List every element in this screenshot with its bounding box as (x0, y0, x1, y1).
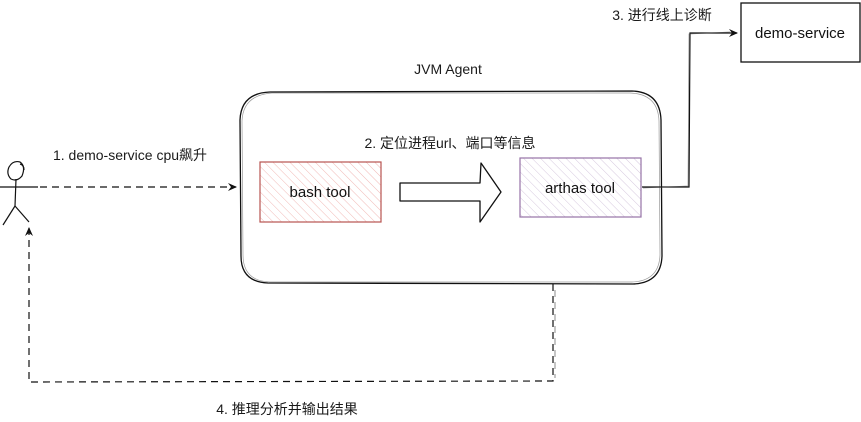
step1-label: 1. demo-service cpu飙升 (53, 147, 207, 163)
user-actor-icon (0, 160, 38, 226)
block-arrow (399, 162, 502, 223)
jvm-agent-container (239, 90, 663, 285)
step2-label: 2. 定位进程url、端口等信息 (364, 135, 535, 151)
arthas-tool-node[interactable]: arthas tool (519, 157, 642, 218)
demo-service-node[interactable]: demo-service (740, 2, 861, 63)
bash-tool-label: bash tool (290, 184, 351, 201)
connector-jvm-agent-to-user (25, 227, 556, 383)
arthas-tool-label: arthas tool (545, 180, 615, 197)
connector-arthas-to-demo-service (642, 29, 738, 189)
demo-service-label: demo-service (755, 25, 845, 42)
jvm-agent-title: JVM Agent (414, 61, 482, 77)
step4-label: 4. 推理分析并输出结果 (216, 401, 358, 417)
bash-tool-node[interactable]: bash tool (259, 161, 382, 223)
step3-label: 3. 进行线上诊断 (612, 7, 712, 23)
